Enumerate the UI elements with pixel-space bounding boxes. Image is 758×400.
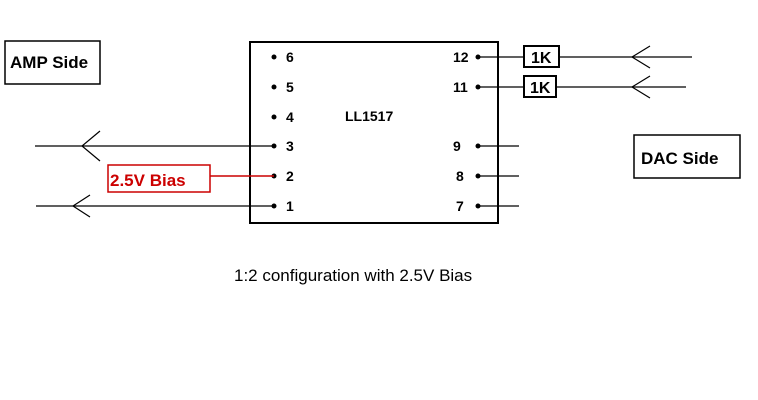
left-pin-4: 4 [271,109,294,125]
arrow-pin-1-icon [71,194,91,218]
pin-2-label: 2 [286,168,294,184]
left-pin-6: 6 [271,49,294,65]
right-pin-9: 9 [453,138,481,154]
chip-label: LL1517 [345,108,393,124]
dac-side-label: DAC Side [641,149,718,168]
pin-1-label: 1 [286,198,294,214]
pin-6-label: 6 [286,49,294,65]
pin-11-label: 11 [453,79,468,95]
arrow-pin-12-icon [630,45,651,69]
right-pin-12: 12 [453,49,481,65]
pin-12-label: 12 [453,49,469,65]
left-pin-1: 1 [271,198,294,214]
bias-label: 2.5V Bias [110,171,186,190]
pin-9-label: 9 [453,138,461,154]
arrow-pin-11-icon [630,75,651,99]
left-pin-2: 2 [271,168,294,184]
pin-7-label: 7 [456,198,464,214]
right-pin-7: 7 [456,198,481,214]
resistor-bottom-label: 1K [530,80,551,97]
diagram-caption: 1:2 configuration with 2.5V Bias [234,266,472,285]
pin-4-label: 4 [286,109,294,125]
left-pin-3: 3 [271,138,294,154]
pin-5-label: 5 [286,79,294,95]
pin-8-label: 8 [456,168,464,184]
right-pin-11: 11 [453,79,481,95]
amp-side-label: AMP Side [10,53,88,72]
right-pin-8: 8 [456,168,481,184]
dac-side-box [633,134,741,179]
left-pin-5: 5 [271,79,294,95]
resistor-top-label: 1K [531,50,552,67]
pin-3-label: 3 [286,138,294,154]
transformer-body [249,41,499,224]
arrow-pin-3-icon [81,130,101,162]
amp-side-box [4,40,101,85]
bias-box [107,164,211,193]
